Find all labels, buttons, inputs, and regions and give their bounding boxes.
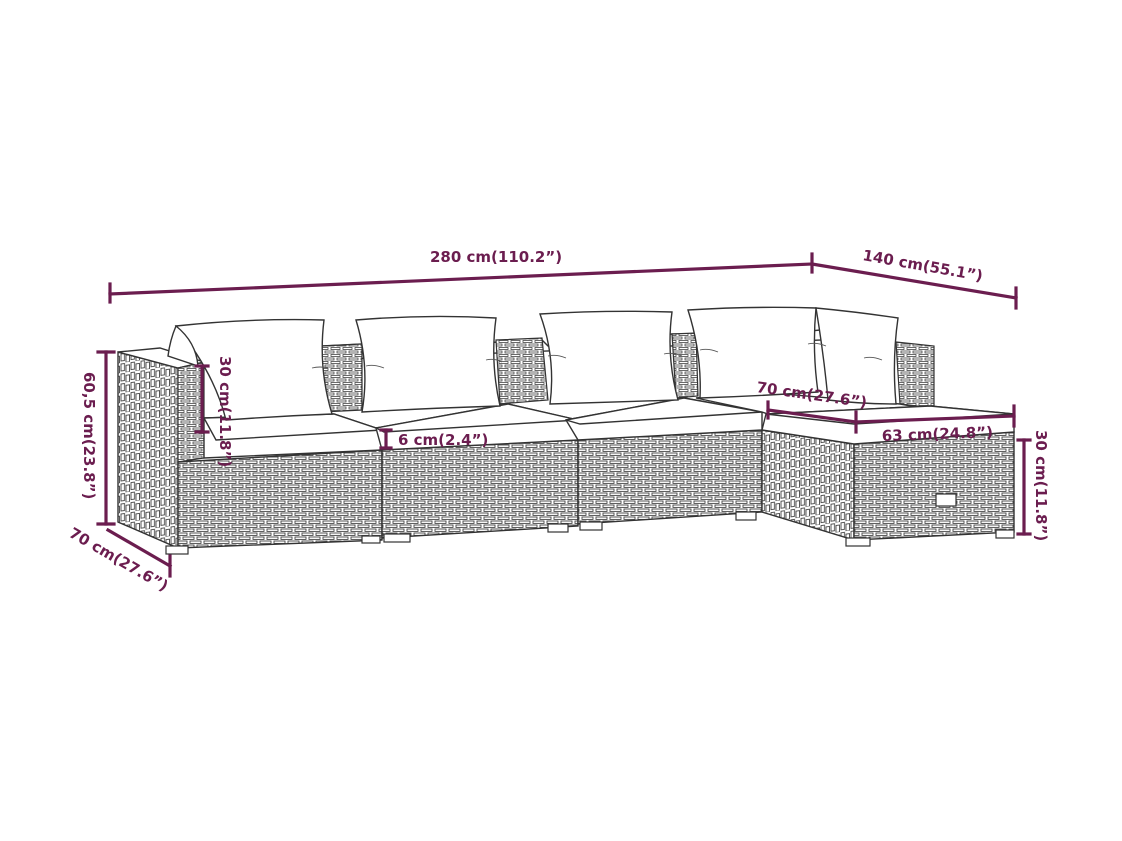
dim-line-ottoman-width: [854, 414, 1016, 424]
label-height: 60,5 cm(23.8”): [80, 372, 98, 499]
label-ottoman-height: 30 cm(11.8”): [1032, 430, 1050, 541]
cushion-seam: [311, 366, 329, 369]
foot: [547, 523, 569, 533]
foot: [995, 529, 1015, 539]
label-total-length: 280 cm(110.2”): [430, 248, 562, 266]
foot: [165, 545, 189, 555]
module3-base: [577, 429, 763, 525]
back-cushion-3: [539, 310, 679, 405]
cushion-seam: [663, 352, 683, 357]
left-armrest-side: [117, 351, 179, 550]
cushion-seam: [365, 364, 385, 369]
dim-line-depth: [105, 527, 173, 569]
corner-backrest: [895, 341, 935, 409]
backrest-wicker-mid1: [495, 337, 549, 405]
foot: [735, 511, 757, 521]
sofa-illustration: [117, 306, 1015, 555]
back-cushion-5: [815, 307, 899, 405]
ottoman-side: [761, 429, 855, 541]
ottoman-handle: [935, 493, 957, 507]
left-module-base: [177, 449, 383, 549]
cushion-seam: [699, 348, 719, 353]
foot: [383, 533, 411, 543]
dimension-lines: [96, 252, 1032, 578]
cushion-seam: [547, 354, 567, 359]
back-cushion-2: [355, 315, 501, 413]
cushion-seam: [863, 356, 883, 361]
label-cushion-thickness: 6 cm(2.4”): [398, 431, 488, 449]
cushion-seam: [485, 358, 503, 363]
module2-base: [381, 439, 579, 539]
ottoman-front: [853, 431, 1015, 541]
backrest-wicker-mid2: [671, 332, 699, 399]
foot: [845, 537, 871, 547]
back-cushion-1: [174, 318, 333, 421]
back-cushion-1-side: [167, 324, 199, 367]
label-backrest-height: 30 cm(11.8”): [216, 356, 234, 467]
foot: [361, 535, 381, 544]
dim-line-total-length: [108, 262, 814, 296]
label-side-depth: 140 cm(55.1”): [861, 246, 984, 285]
label-ottoman-width: 63 cm(24.8”): [882, 423, 994, 445]
cushion-seam: [807, 342, 827, 347]
foot: [579, 521, 603, 531]
dim-line-ottoman-depth: [766, 408, 858, 424]
back-cushion-4: [687, 306, 819, 399]
dim-line-side-depth: [810, 262, 1018, 300]
left-armrest-inner: [177, 361, 205, 463]
